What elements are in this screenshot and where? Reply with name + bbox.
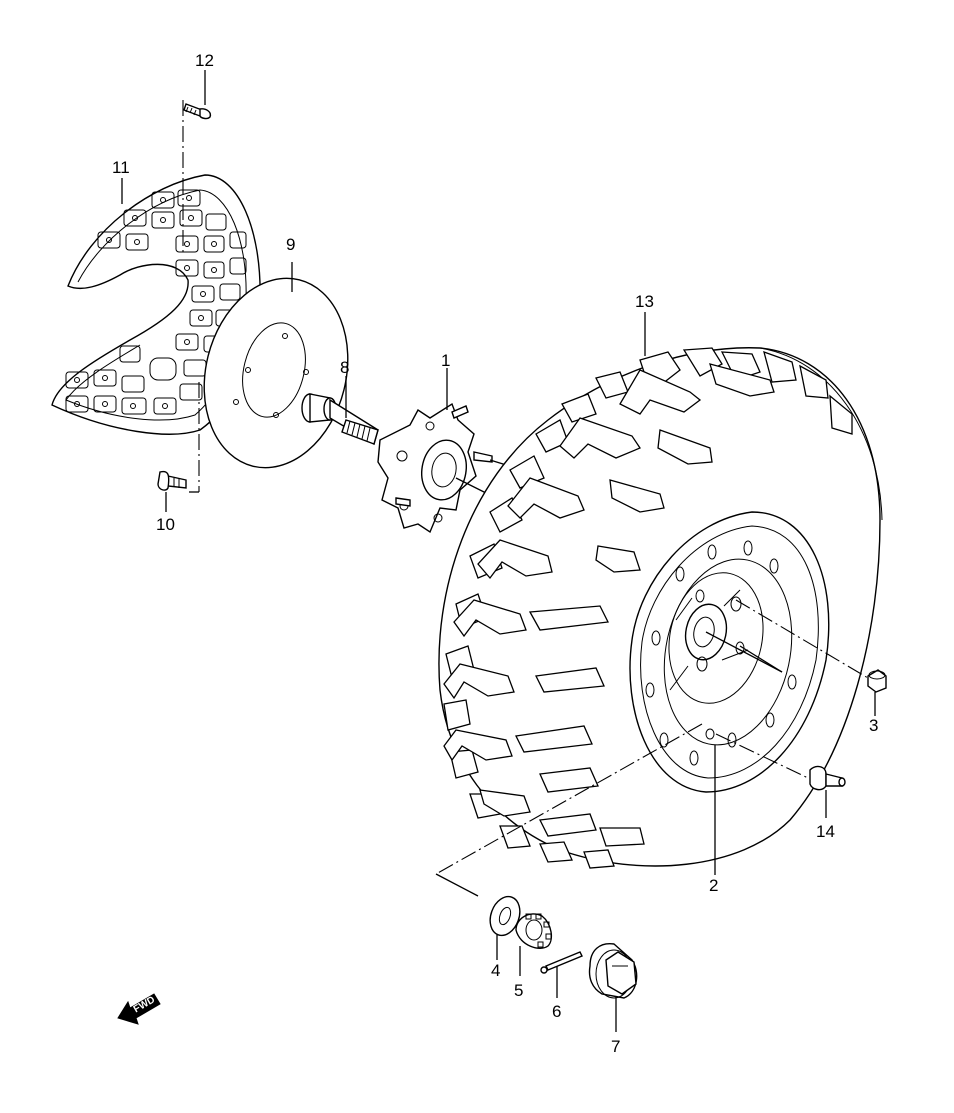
wheel-hub bbox=[377, 402, 493, 534]
callout-2: 2 bbox=[709, 876, 718, 895]
wheel-nut bbox=[867, 669, 887, 693]
wheel-rim bbox=[629, 511, 830, 793]
fwd-arrow-icon: FWD bbox=[117, 993, 161, 1025]
castle-nut bbox=[515, 913, 553, 949]
cotter-pin bbox=[540, 951, 583, 974]
hub-lines-b bbox=[739, 645, 783, 673]
callout-3: 3 bbox=[869, 716, 878, 735]
callout-8: 8 bbox=[340, 358, 349, 377]
callout-10: 10 bbox=[156, 515, 175, 534]
callout-5: 5 bbox=[514, 981, 523, 1000]
valve-axis bbox=[715, 733, 809, 779]
callout-14: 14 bbox=[816, 822, 835, 841]
hub-axis-line bbox=[455, 477, 489, 495]
axle-shaft bbox=[301, 393, 379, 446]
center-axis bbox=[435, 723, 703, 875]
callout-4: 4 bbox=[491, 961, 500, 980]
hub-lines-a bbox=[705, 631, 783, 673]
callout-7: 7 bbox=[611, 1037, 620, 1056]
callout-11: 11 bbox=[112, 158, 130, 177]
callout-12: 12 bbox=[195, 51, 214, 70]
bolt-12 bbox=[183, 103, 212, 120]
hub-cap bbox=[588, 943, 638, 999]
callout-9: 9 bbox=[286, 235, 295, 254]
center-axis-hook bbox=[435, 873, 479, 897]
bolt-10 bbox=[157, 470, 187, 491]
tire-valve bbox=[809, 765, 846, 791]
callout-13: 13 bbox=[635, 292, 654, 311]
callout-6: 6 bbox=[552, 1002, 561, 1021]
callout-1: 1 bbox=[441, 351, 450, 370]
